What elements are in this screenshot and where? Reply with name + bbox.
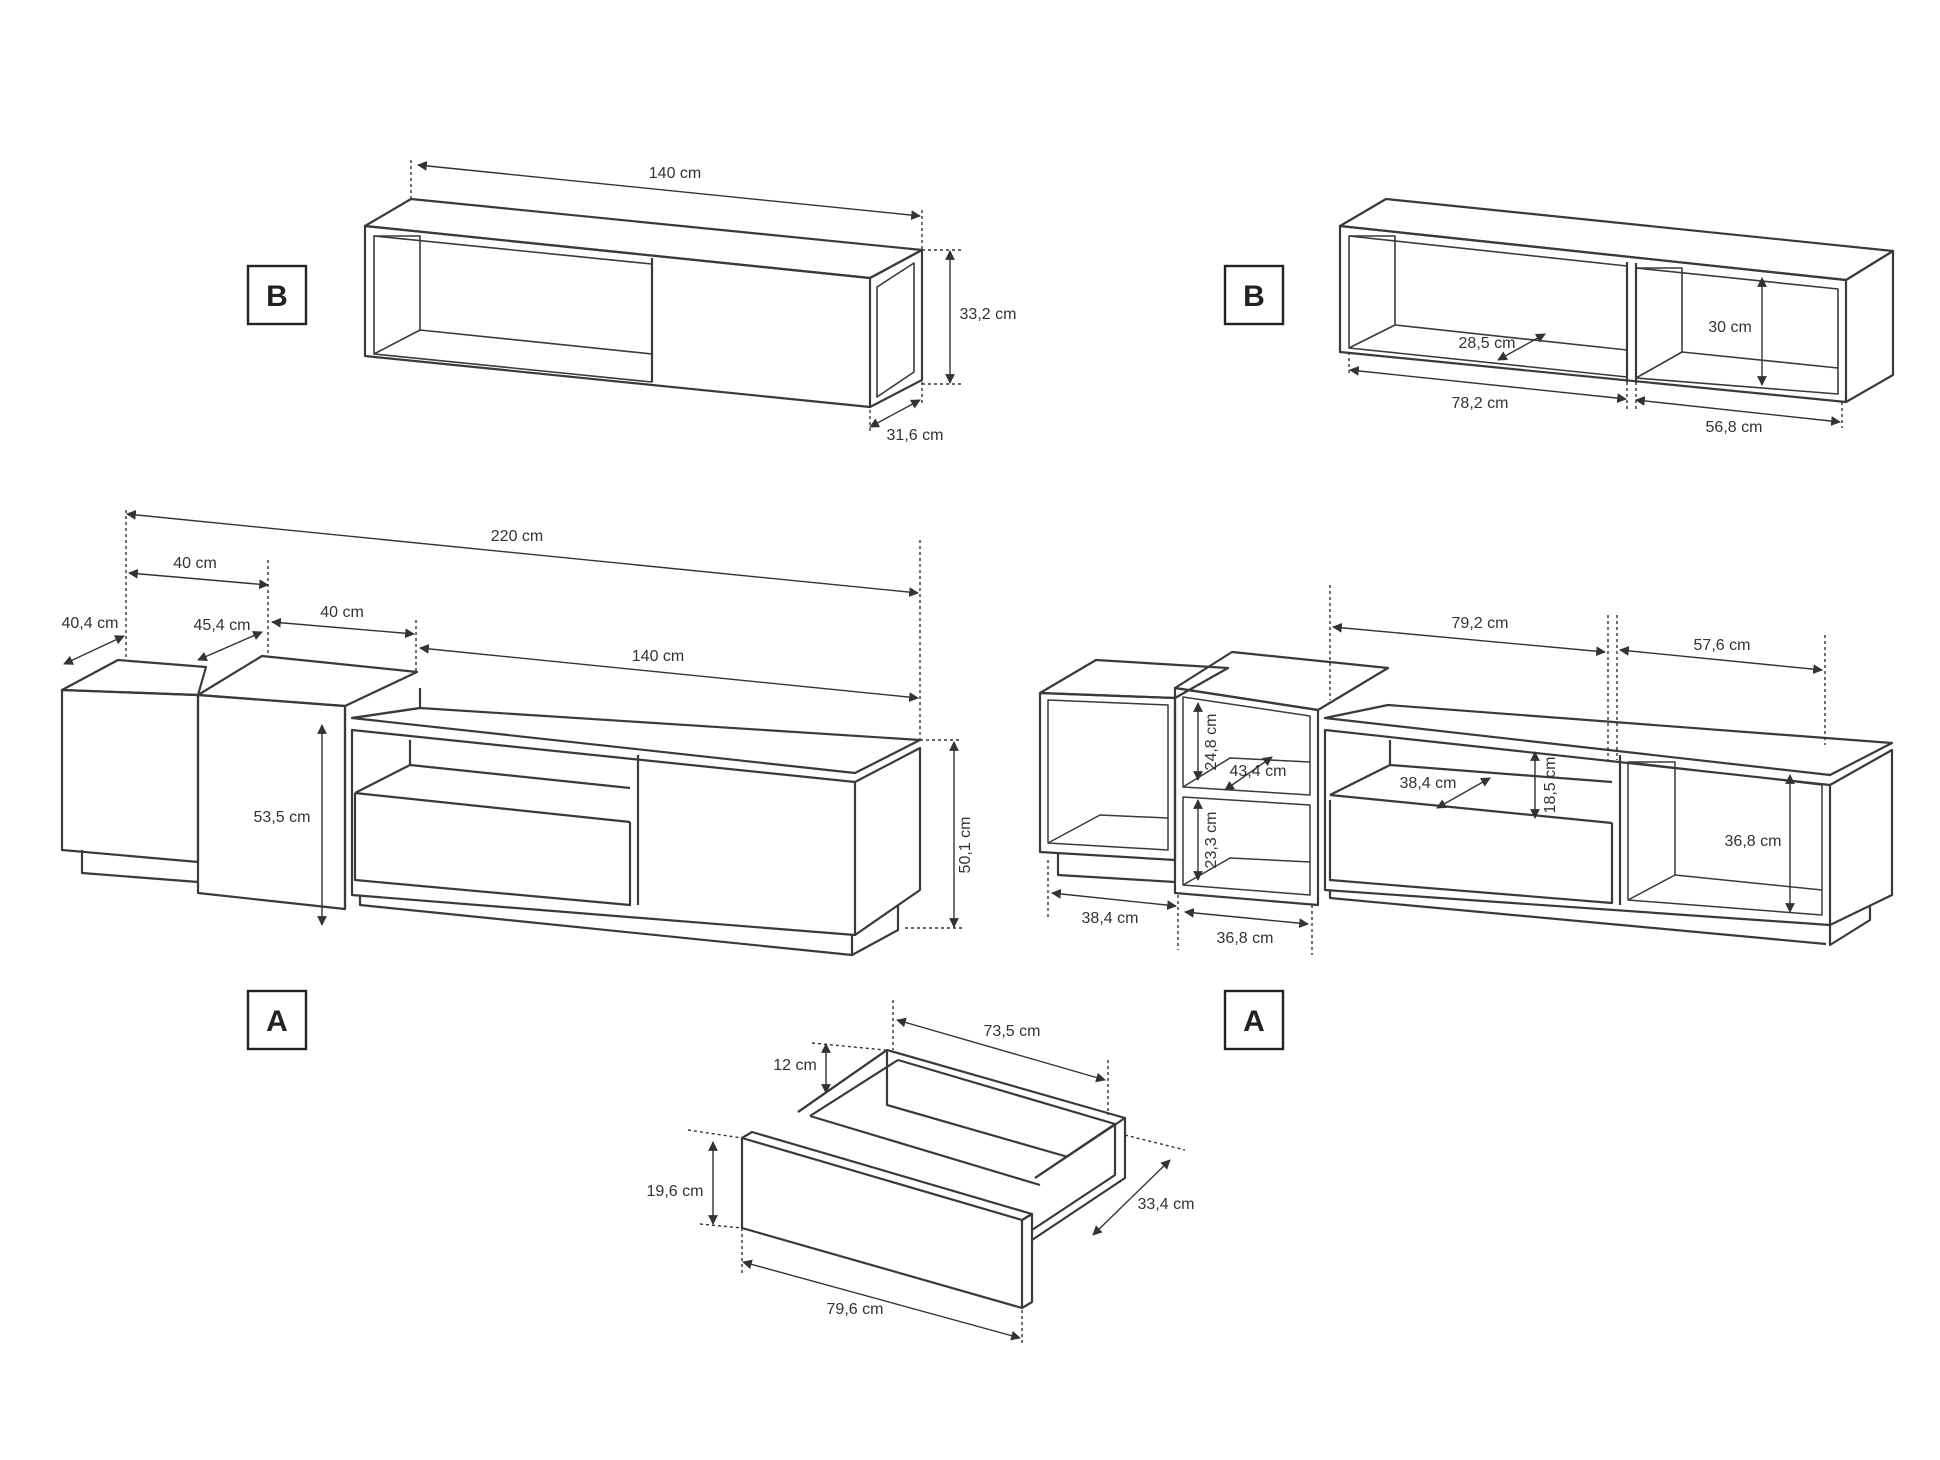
a-right-label: A — [1243, 1005, 1265, 1038]
a-left-module1-width-label: 40 cm — [173, 555, 217, 572]
a-right-w-38-label: 38,4 cm — [1082, 910, 1139, 927]
b-left-depth-label: 31,6 cm — [887, 427, 944, 444]
a-left-module1-depth-label: 40,4 cm — [62, 615, 119, 632]
a-right-h-18-label: 18,5 cm — [1542, 757, 1559, 814]
b-right-left-width-label: 78,2 cm — [1452, 395, 1509, 412]
drawer-depth-label: 33,4 cm — [1138, 1196, 1195, 1213]
a-right-width-57-label: 57,6 cm — [1694, 637, 1751, 654]
a-right-width-79-label: 79,2 cm — [1452, 615, 1509, 632]
drawer-inner-height-label: 12 cm — [773, 1057, 817, 1074]
a-left-base-height-label: 50,1 cm — [957, 817, 974, 874]
a-right-label-box: A — [1223, 989, 1285, 1051]
b-right-height-label: 30 cm — [1708, 319, 1752, 336]
a-right-w-36-label: 36,8 cm — [1217, 930, 1274, 947]
a-left-dimensions — [63, 510, 962, 929]
a-right-dimensions — [1047, 585, 1826, 955]
b-left-dimensions — [410, 160, 962, 432]
a-right-d-38-label: 38,4 cm — [1400, 775, 1457, 792]
drawer-front-height-label: 19,6 cm — [647, 1183, 704, 1200]
b-right-label-box: B — [1223, 264, 1285, 326]
b-right-right-width-label: 56,8 cm — [1706, 419, 1763, 436]
b-left-label: B — [266, 280, 288, 313]
drawer-front-width-label: 79,6 cm — [827, 1301, 884, 1318]
b-right-dimensions — [1348, 277, 1843, 428]
a-right-h-23-label: 23,3 cm — [1203, 812, 1220, 869]
b-right-label: B — [1243, 280, 1265, 313]
a-right-d-43-label: 43,4 cm — [1230, 763, 1287, 780]
a-left-label: A — [266, 1005, 288, 1038]
drawer-dimensions — [687, 1000, 1186, 1345]
a-left-base-width-label: 140 cm — [632, 648, 684, 665]
drawer — [740, 1048, 1127, 1310]
a-left-module2-width-label: 40 cm — [320, 604, 364, 621]
b-right-depth-label: 28,5 cm — [1459, 335, 1516, 352]
b-right-cabinet — [1338, 197, 1895, 404]
a-right-tv-stand — [1038, 650, 1894, 947]
a-left-total-label: 220 cm — [491, 528, 543, 545]
b-left-cabinet — [363, 197, 924, 409]
a-left-module2-height-label: 53,5 cm — [254, 809, 311, 826]
b-left-label-box: B — [246, 264, 308, 326]
a-left-module2-depth-label: 45,4 cm — [194, 617, 251, 634]
a-left-label-box: A — [246, 989, 308, 1051]
b-left-width-label: 140 cm — [649, 165, 701, 182]
drawer-width-inner-label: 73,5 cm — [984, 1023, 1041, 1040]
a-left-tv-stand — [60, 654, 922, 957]
b-left-height-label: 33,2 cm — [960, 306, 1017, 323]
a-right-h-24-label: 24,8 cm — [1203, 714, 1220, 771]
a-right-h-36-label: 36,8 cm — [1725, 833, 1782, 850]
